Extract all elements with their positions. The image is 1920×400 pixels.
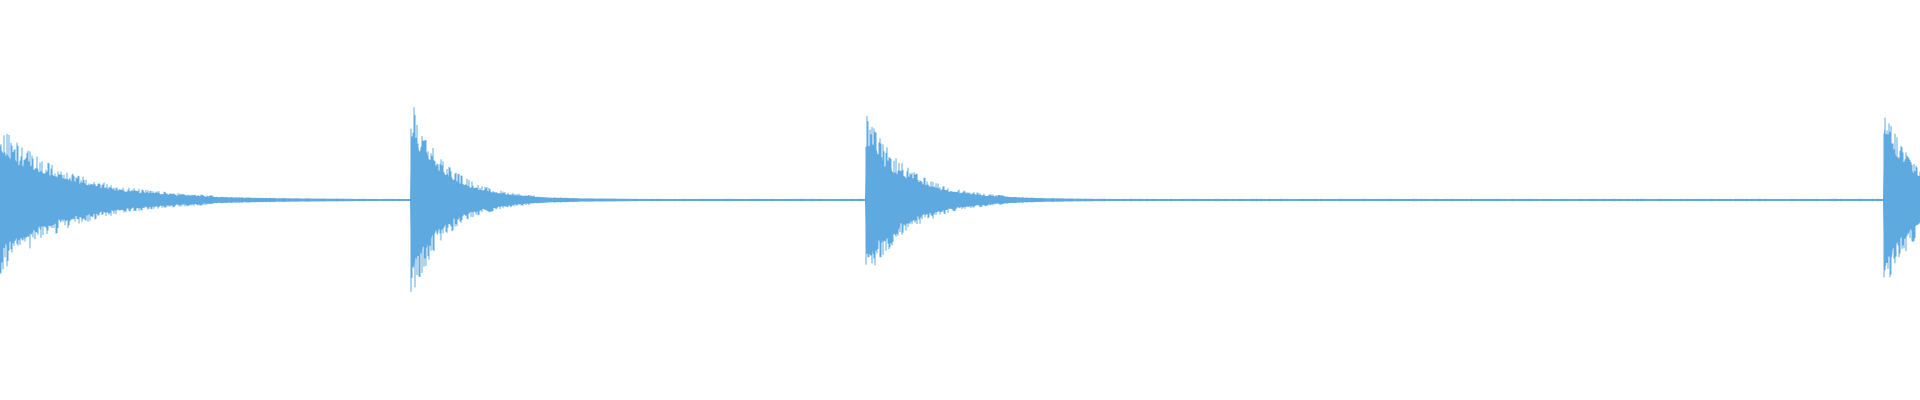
waveform-view[interactable]	[0, 0, 1920, 400]
audio-waveform[interactable]	[0, 0, 1920, 400]
